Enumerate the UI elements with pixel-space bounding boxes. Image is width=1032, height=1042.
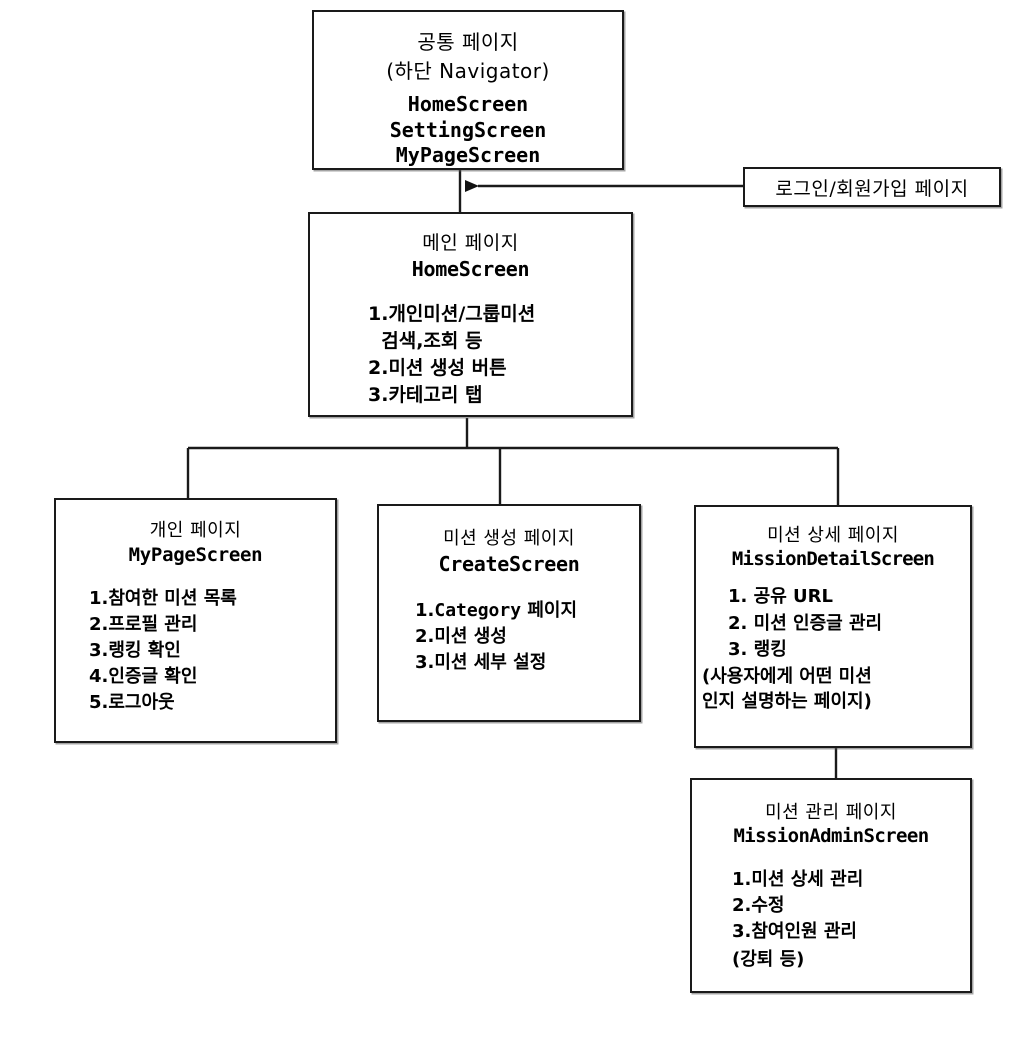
list-item: 2.수정: [732, 895, 785, 917]
list-item: 1.Category 페이지: [415, 598, 639, 624]
list-item: 1.참여한 미션 목록: [89, 588, 237, 609]
list-item: 3.랭킹 확인: [89, 640, 181, 662]
list-item: 5.로그아웃: [89, 692, 175, 714]
node-create-screen[interactable]: 미션 생성 페이지 CreateScreen 1.Category 페이지 2.…: [377, 504, 641, 722]
node-detail-title-ko: 미션 상세 페이지: [767, 525, 899, 546]
node-admin-title-en: MissionAdminScreen: [733, 825, 929, 847]
node-common-title-ko: 공통 페이지: [417, 30, 519, 54]
list-item: 검색,조회 등: [368, 329, 483, 352]
node-home-title-ko: 메인 페이지: [422, 232, 519, 254]
node-login-signup-page[interactable]: 로그인/회원가입 페이지: [743, 167, 1001, 207]
node-detail-title-en: MissionDetailScreen: [731, 548, 935, 570]
node-admin-item-list: 1.미션 상세 관리 2.수정 3.참여인원 관리: [732, 867, 970, 945]
node-detail-note: (사용자에게 어떤 미션 인지 설명하는 페이지): [702, 665, 872, 713]
list-item: 4.인증글 확인: [89, 666, 198, 688]
node-create-title-en: CreateScreen: [438, 552, 580, 576]
list-item: 3.카테고리 탭: [368, 383, 483, 406]
list-item: 3. 랭킹: [728, 639, 787, 661]
node-common-title-ko-2: (하단 Navigator): [386, 59, 550, 83]
node-home-screen[interactable]: 메인 페이지 HomeScreen 1.개인미션/그룹미션 검색,조회 등 2.…: [308, 212, 633, 417]
node-home-title-en: HomeScreen: [411, 257, 530, 281]
list-item: 2.프로필 관리: [89, 614, 198, 636]
node-my-page-screen[interactable]: 개인 페이지 MyPageScreen 1.참여한 미션 목록 2.프로필 관리…: [54, 498, 337, 743]
list-item: 1.미션 상세 관리: [732, 869, 864, 890]
node-mission-admin-screen[interactable]: 미션 관리 페이지 MissionAdminScreen 1.미션 상세 관리 …: [690, 778, 972, 993]
list-item: 3.미션 세부 설정: [415, 652, 547, 674]
node-common-screen-list: HomeScreen SettingScreen MyPageScreen: [389, 92, 547, 168]
node-create-title-ko: 미션 생성 페이지: [443, 528, 575, 549]
node-mission-detail-screen[interactable]: 미션 상세 페이지 MissionDetailScreen 1. 공유 URL …: [694, 505, 972, 748]
node-mypage-item-list: 1.참여한 미션 목록 2.프로필 관리 3.랭킹 확인 4.인증글 확인 5.…: [89, 586, 335, 716]
node-admin-title-ko: 미션 관리 페이지: [765, 802, 897, 823]
list-item-suffix: 페이지: [521, 600, 578, 621]
node-mypage-title-ko: 개인 페이지: [149, 520, 242, 541]
list-item: 2.미션 생성: [415, 626, 507, 648]
list-item: 2. 미션 인증글 관리: [728, 612, 883, 634]
node-mypage-title-en: MyPageScreen: [128, 544, 263, 566]
list-item-category-label: Category: [434, 600, 522, 621]
list-item: 1. 공유 URL: [728, 586, 833, 607]
list-item: 3.참여인원 관리: [732, 921, 857, 943]
node-create-item-list: 1.Category 페이지 2.미션 생성 3.미션 세부 설정: [415, 598, 639, 676]
list-item: 1.개인미션/그룹미션: [368, 303, 536, 325]
node-login-title-ko: 로그인/회원가입 페이지: [775, 177, 969, 200]
list-item: 2.미션 생성 버튼: [368, 356, 507, 379]
node-common-page[interactable]: 공통 페이지 (하단 Navigator) HomeScreen Setting…: [312, 10, 624, 170]
node-admin-note: (강퇴 등): [732, 949, 805, 971]
list-item-index: 1.: [415, 600, 435, 621]
edge-home-to-children: [186, 418, 840, 506]
node-home-item-list: 1.개인미션/그룹미션 검색,조회 등 2.미션 생성 버튼 3.카테고리 탭: [368, 301, 631, 409]
node-detail-item-list: 1. 공유 URL 2. 미션 인증글 관리 3. 랭킹: [728, 584, 970, 664]
